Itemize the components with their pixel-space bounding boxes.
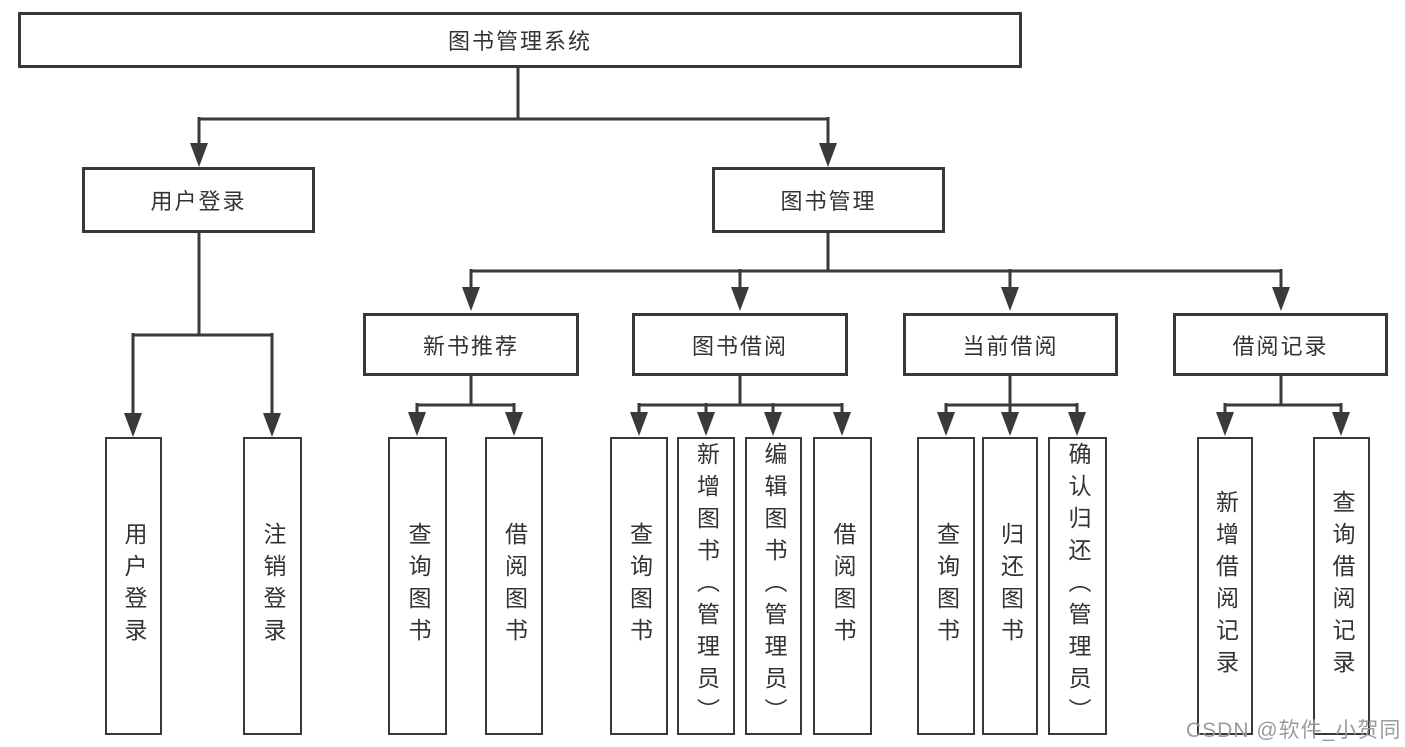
arrow-to-leaf-add-books bbox=[697, 412, 715, 436]
arrow-to-leaf-logout bbox=[263, 413, 281, 437]
node-borrow-records: 借阅记录 bbox=[1173, 313, 1388, 376]
node-book-mgmt: 图书管理 bbox=[712, 167, 945, 233]
node-leaf-add-borrow-record: 新增借阅记录 bbox=[1197, 437, 1253, 735]
node-book-borrow: 图书借阅 bbox=[632, 313, 848, 376]
arrow-to-user-login bbox=[190, 143, 208, 167]
node-leaf-edit-books: 编辑图书（管理员） bbox=[745, 437, 802, 735]
node-leaf-borrow-books-rec: 借阅图书 bbox=[485, 437, 543, 735]
arrow-to-leaf-query-books-rec bbox=[408, 412, 426, 436]
connector-borrow-records-to-leaves bbox=[1223, 376, 1343, 413]
arrow-to-leaf-query-books-current bbox=[937, 412, 955, 436]
connector-current-borrow-to-leaves bbox=[944, 376, 1079, 413]
arrow-to-leaf-return-books bbox=[1001, 412, 1019, 436]
node-leaf-borrow-books: 借阅图书 bbox=[813, 437, 872, 735]
connector-book-mgmt-to-level3 bbox=[469, 233, 1283, 288]
node-user-login: 用户登录 bbox=[82, 167, 315, 233]
arrow-to-leaf-add-borrow-record bbox=[1216, 412, 1234, 436]
arrow-to-leaf-borrow-books bbox=[833, 412, 851, 436]
arrow-to-book-borrow bbox=[731, 287, 749, 311]
node-leaf-user-login: 用户登录 bbox=[105, 437, 162, 735]
node-current-borrow: 当前借阅 bbox=[903, 313, 1118, 376]
connector-root-to-level2 bbox=[197, 68, 830, 144]
arrow-to-leaf-user-login bbox=[124, 413, 142, 437]
arrow-to-leaf-edit-books bbox=[764, 412, 782, 436]
node-leaf-query-books-rec: 查询图书 bbox=[388, 437, 447, 735]
node-leaf-query-borrow-record: 查询借阅记录 bbox=[1313, 437, 1370, 735]
arrow-to-leaf-query-books-borrow bbox=[630, 412, 648, 436]
node-leaf-confirm-return: 确认归还（管理员） bbox=[1048, 437, 1107, 735]
node-leaf-logout: 注销登录 bbox=[243, 437, 302, 735]
connector-book-borrow-to-leaves bbox=[637, 376, 844, 413]
node-new-book-rec: 新书推荐 bbox=[363, 313, 579, 376]
arrow-to-borrow-records bbox=[1272, 287, 1290, 311]
connector-new-book-rec-to-leaves bbox=[415, 376, 516, 413]
node-root: 图书管理系统 bbox=[18, 12, 1022, 68]
node-leaf-query-books-current: 查询图书 bbox=[917, 437, 975, 735]
arrow-to-leaf-query-borrow-record bbox=[1332, 412, 1350, 436]
arrow-to-leaf-confirm-return bbox=[1068, 412, 1086, 436]
connector-user-login-to-leaves bbox=[131, 233, 274, 414]
arrow-to-leaf-borrow-books-rec bbox=[505, 412, 523, 436]
arrow-to-new-book-rec bbox=[462, 287, 480, 311]
arrow-to-book-mgmt bbox=[819, 143, 837, 167]
node-leaf-return-books: 归还图书 bbox=[982, 437, 1038, 735]
arrow-to-current-borrow bbox=[1001, 287, 1019, 311]
node-leaf-query-books-borrow: 查询图书 bbox=[610, 437, 668, 735]
node-leaf-add-books: 新增图书（管理员） bbox=[677, 437, 735, 735]
